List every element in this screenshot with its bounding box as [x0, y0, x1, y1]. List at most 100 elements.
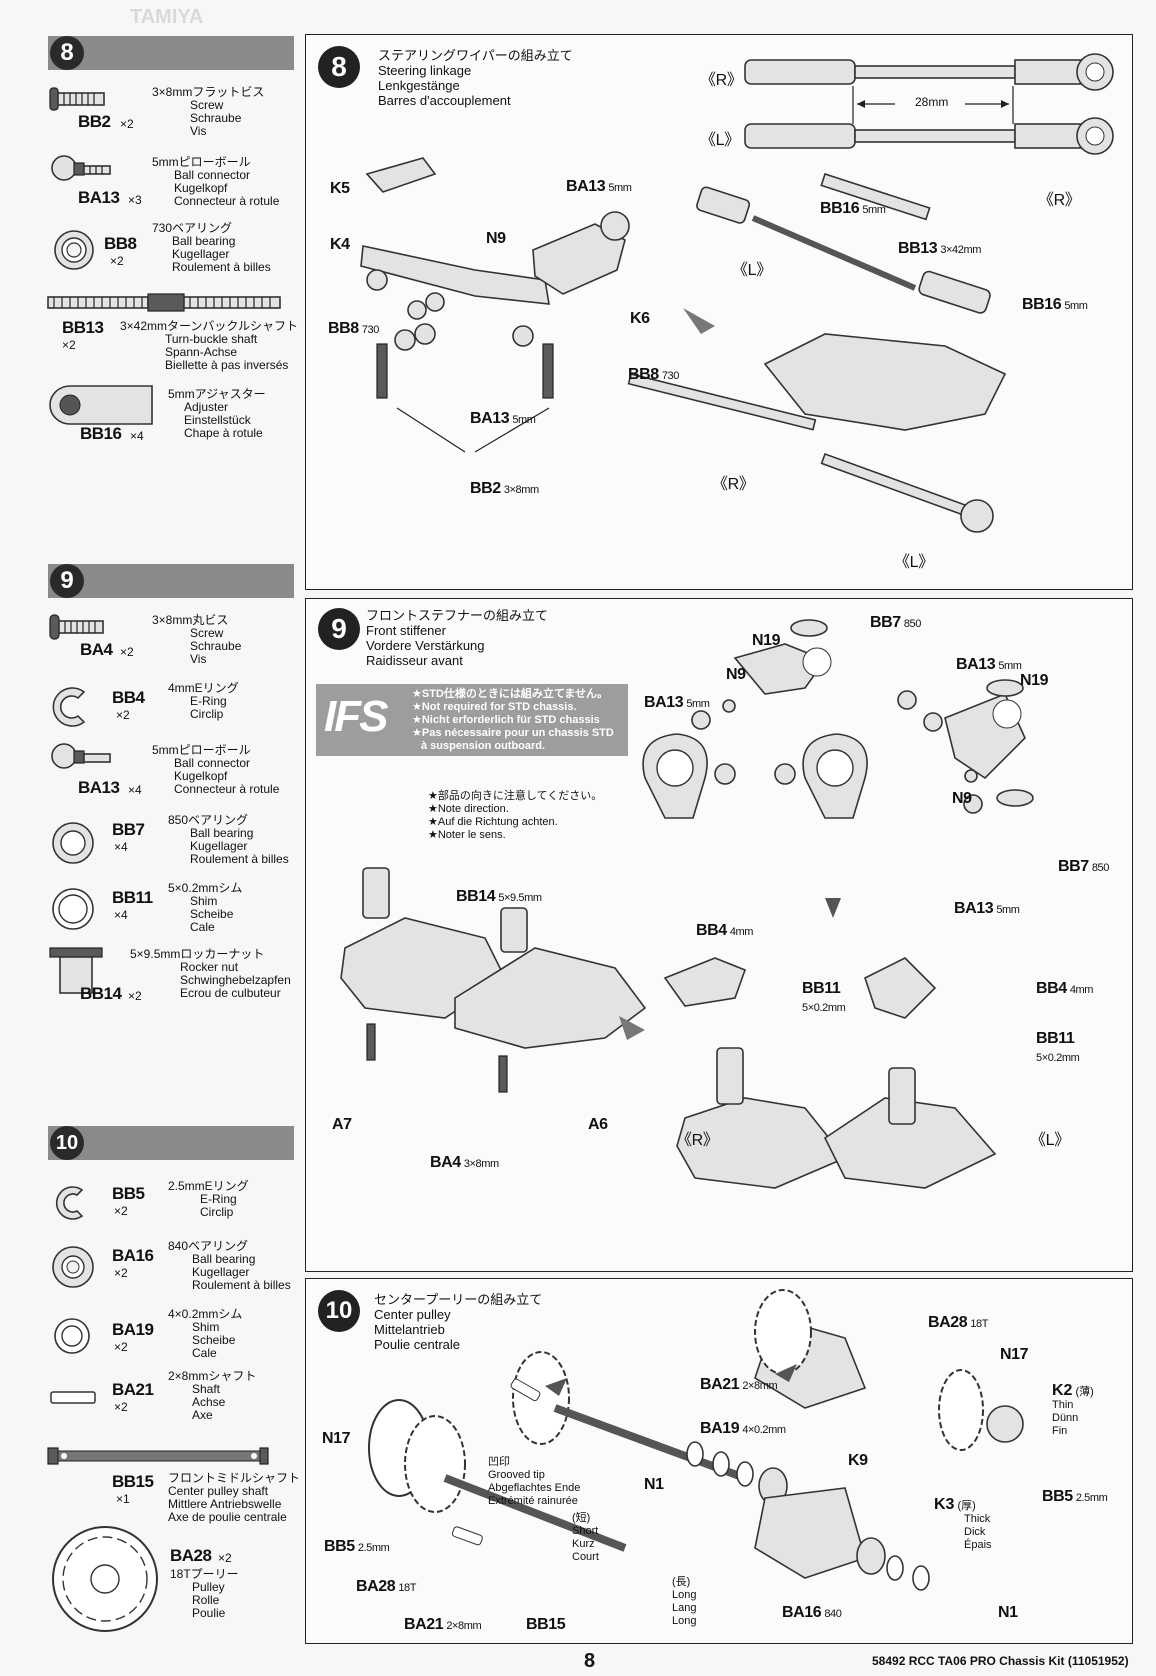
part-code: BA13: [78, 188, 120, 207]
adjuster-icon: [49, 385, 153, 425]
part-description: 18Tプーリー Pulley Rolle Poulie: [170, 1567, 239, 1620]
part-qty: ×4: [114, 840, 128, 854]
part-qty: ×2: [62, 338, 76, 352]
part-code: BA28: [170, 1546, 212, 1565]
panel9-number: 9: [318, 608, 360, 650]
center-pulley-shaft-icon: [47, 1447, 269, 1465]
label-n9-b: N9: [952, 790, 972, 807]
part-qty: ×4: [114, 908, 128, 922]
panel8-number: 8: [318, 46, 360, 88]
part-qty: ×2: [114, 1340, 128, 1354]
label-n19-a: N19: [752, 632, 781, 649]
part-qty: ×2: [218, 1551, 232, 1565]
label-n9-a: N9: [726, 666, 746, 683]
bearing-icon: [52, 822, 94, 864]
pulley-icon: [52, 1526, 158, 1632]
part-qty: ×4: [130, 429, 144, 443]
part-description: 5×0.2mmシム Shim Scheibe Cale: [168, 881, 243, 934]
bearing-icon: [52, 1246, 94, 1288]
part-description: 3×42mmターンバックルシャフト Turn-buckle shaft Span…: [120, 319, 299, 372]
label-n17-b: N17: [322, 1430, 351, 1447]
part-description: フロントミドルシャフト Center pulley shaft Mittlere…: [168, 1471, 301, 1524]
panel10-title: センタープーリーの組み立て Center pulley Mittelantrie…: [374, 1292, 543, 1352]
ball-connector-icon: [51, 743, 111, 769]
ifs-notice: IFS ★STD仕様のときには組み立てません。 ★Not required fo…: [316, 684, 628, 756]
part-description: 4×0.2mmシム Shim Scheibe Cale: [168, 1307, 243, 1360]
part-description: 3×8mmフラットビス Screw Schraube Vis: [152, 85, 265, 138]
shim-icon: [52, 888, 94, 930]
center-pulley-diagram: [368, 1289, 1024, 1591]
panel-step8: [305, 34, 1133, 590]
part-description: 2.5mmEリング E-Ring Circlip: [168, 1179, 249, 1219]
screw-icon: [49, 87, 105, 111]
panel9-title: フロントステフナーの組み立て Front stiffener Vordere V…: [366, 608, 549, 668]
step8-number: 8: [50, 36, 84, 70]
header-watermark: TAMIYA: [130, 6, 204, 28]
part-description: 5mmピローボール Ball connector Kugelkopf Conne…: [152, 743, 280, 796]
k2-note: K2 (薄) Thin Dünn Fin: [1052, 1382, 1094, 1438]
screw-icon: [49, 614, 104, 640]
part-code: BB4: [112, 688, 145, 707]
part-description: 4mmEリング E-Ring Circlip: [168, 681, 239, 721]
label-a6: A6: [588, 1116, 608, 1133]
kit-info: 58492 RCC TA06 PRO Chassis Kit (11051952…: [872, 1654, 1129, 1668]
direction-note: ★部品の向きに注意してください。 ★Note direction. ★Auf d…: [428, 790, 603, 841]
label-l-low: 《L》: [894, 554, 934, 571]
part-code: BA4: [80, 640, 113, 659]
part-description: 5×9.5mmロッカーナット Rocker nut Schwinghebelza…: [130, 947, 291, 1000]
part-qty: ×2: [120, 117, 134, 131]
part-code: BA16: [112, 1246, 154, 1265]
part-code: BB11: [112, 888, 153, 907]
part-qty: ×2: [128, 989, 142, 1003]
shaft-icon: [50, 1391, 96, 1404]
e-ring-icon: [55, 1186, 84, 1220]
part-qty: ×3: [128, 193, 142, 207]
part-description: 730ベアリング Ball bearing Kugellager Rouleme…: [152, 221, 271, 274]
part-code: BB2: [78, 112, 111, 131]
label-l: 《L》: [1030, 1132, 1070, 1149]
long-note: (長) Long Lang Long: [672, 1576, 697, 1627]
label-n17-a: N17: [1000, 1346, 1029, 1363]
label-k5: K5: [330, 180, 350, 197]
label-n1-b: N1: [998, 1604, 1018, 1621]
label-k4: K4: [330, 236, 350, 253]
part-code: BB16: [80, 424, 122, 443]
label-r: 《R》: [676, 1132, 719, 1149]
e-ring-icon: [52, 687, 86, 727]
panel8-title: ステアリングワイパーの組み立て Steering linkage Lenkges…: [378, 48, 573, 108]
part-qty: ×2: [114, 1204, 128, 1218]
part-code: BB15: [112, 1472, 154, 1491]
step9-number: 9: [50, 564, 84, 598]
bearing-icon: [54, 230, 94, 270]
step9-bar: [48, 564, 294, 598]
part-qty: ×2: [120, 645, 134, 659]
k3-note: K3 (厚) Thick Dick Épais: [934, 1496, 992, 1552]
part-qty: ×2: [110, 254, 124, 268]
part-qty: ×2: [114, 1400, 128, 1414]
part-code: BA13: [78, 778, 120, 797]
part-description: 5mmアジャスター Adjuster Einstellstück Chape à…: [168, 387, 266, 440]
front-stiffener-diagram: [340, 619, 1034, 1189]
steering-rod-diagram: [360, 53, 1114, 533]
part-description: 2×8mmシャフト Shaft Achse Axe: [168, 1369, 257, 1422]
part-description: 850ベアリング Ball bearing Kugellager Rouleme…: [168, 813, 289, 866]
part-description: 3×8mm丸ビス Screw Schraube Vis: [152, 613, 242, 666]
part-qty: ×4: [128, 783, 142, 797]
